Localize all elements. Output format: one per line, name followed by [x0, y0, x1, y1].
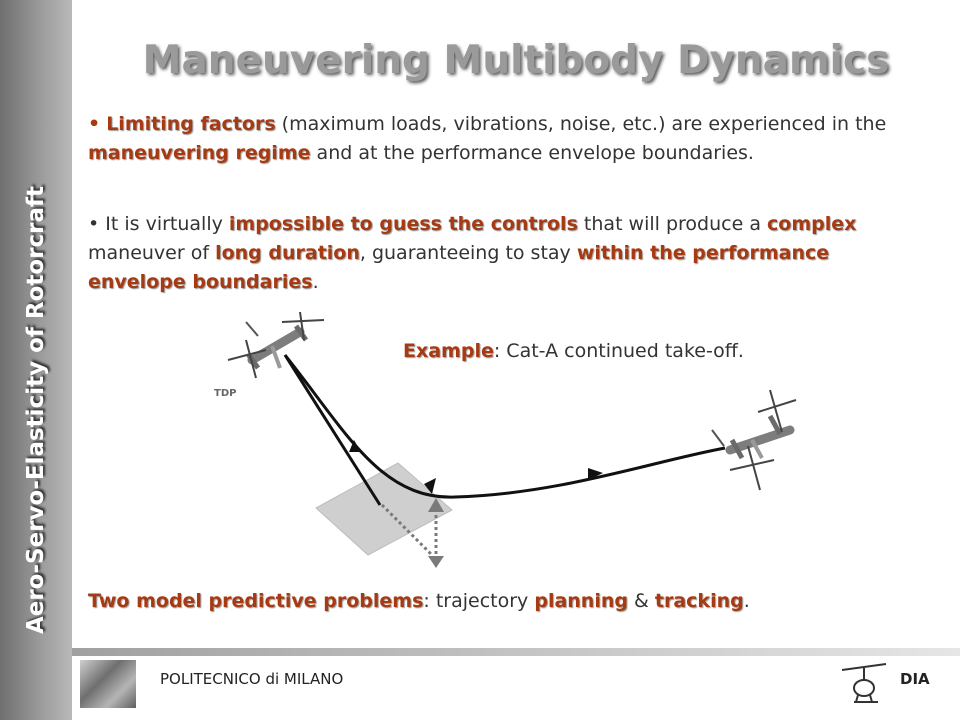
- trajectory-arrow: [424, 478, 436, 494]
- highlight-limiting-factors: Limiting factors: [106, 113, 276, 135]
- helicopter-logo-icon: [841, 663, 887, 703]
- example-label: Example: [403, 340, 494, 362]
- text: and at the performance envelope boundari…: [310, 142, 754, 164]
- highlight-complex: complex: [767, 213, 857, 235]
- text: that will produce a: [577, 213, 768, 235]
- text: maneuver of: [88, 242, 216, 264]
- continued-takeoff-trajectory: [283, 354, 726, 499]
- tiltrotor-aircraft-icon: [711, 389, 797, 491]
- highlight-envelope-boundaries: within the performance envelope boundari…: [88, 242, 830, 293]
- highlight-impossible-controls: impossible to guess the controls: [228, 213, 578, 235]
- footer-department: DIA: [900, 670, 930, 688]
- tdp-label: TDP: [214, 388, 237, 399]
- highlight-planning: planning: [534, 590, 628, 612]
- bullet-impossible-controls: • It is virtually impossible to guess th…: [88, 210, 928, 297]
- ground-plane: [315, 462, 453, 556]
- footer-building-photo: [80, 660, 136, 708]
- text: (maximum loads, vibrations, noise, etc.)…: [275, 113, 887, 135]
- highlight-maneuvering-regime: maneuvering regime: [88, 142, 311, 164]
- vertical-arrow: [428, 556, 444, 568]
- highlight-long-duration: long duration: [215, 242, 360, 264]
- highlight-tracking: tracking: [654, 590, 744, 612]
- slide-title: Maneuvering Multibody Dynamics: [142, 38, 890, 83]
- footer-divider: [72, 648, 960, 656]
- trajectory-arrow: [588, 468, 603, 480]
- text: : trajectory: [423, 590, 535, 612]
- example-caption: Example: Cat-A continued take-off.: [403, 340, 744, 362]
- predictive-problems-statement: Two model predictive problems: trajector…: [88, 590, 750, 612]
- vertical-arrow: [428, 498, 444, 512]
- highlight-two-problems: Two model predictive problems: [88, 590, 424, 612]
- text: .: [743, 590, 750, 612]
- trajectory-arrow: [349, 440, 361, 452]
- sidebar: Aero-Servo-Elasticity of Rotorcraft: [0, 0, 72, 720]
- text: It is virtually: [99, 213, 229, 235]
- tiltrotor-aircraft-icon: [227, 311, 325, 379]
- text: .: [312, 271, 319, 293]
- example-text: : Cat-A continued take-off.: [493, 340, 744, 362]
- text: , guaranteeing to stay: [359, 242, 577, 264]
- footer-institution: POLITECNICO di MILANO: [160, 670, 344, 688]
- text: &: [627, 590, 655, 612]
- takeoff-path-segment: [283, 354, 382, 506]
- bullet-marker: •: [88, 213, 100, 235]
- bullet-limiting-factors: • Limiting factors (maximum loads, vibra…: [88, 110, 928, 168]
- bullet-marker: •: [88, 113, 101, 135]
